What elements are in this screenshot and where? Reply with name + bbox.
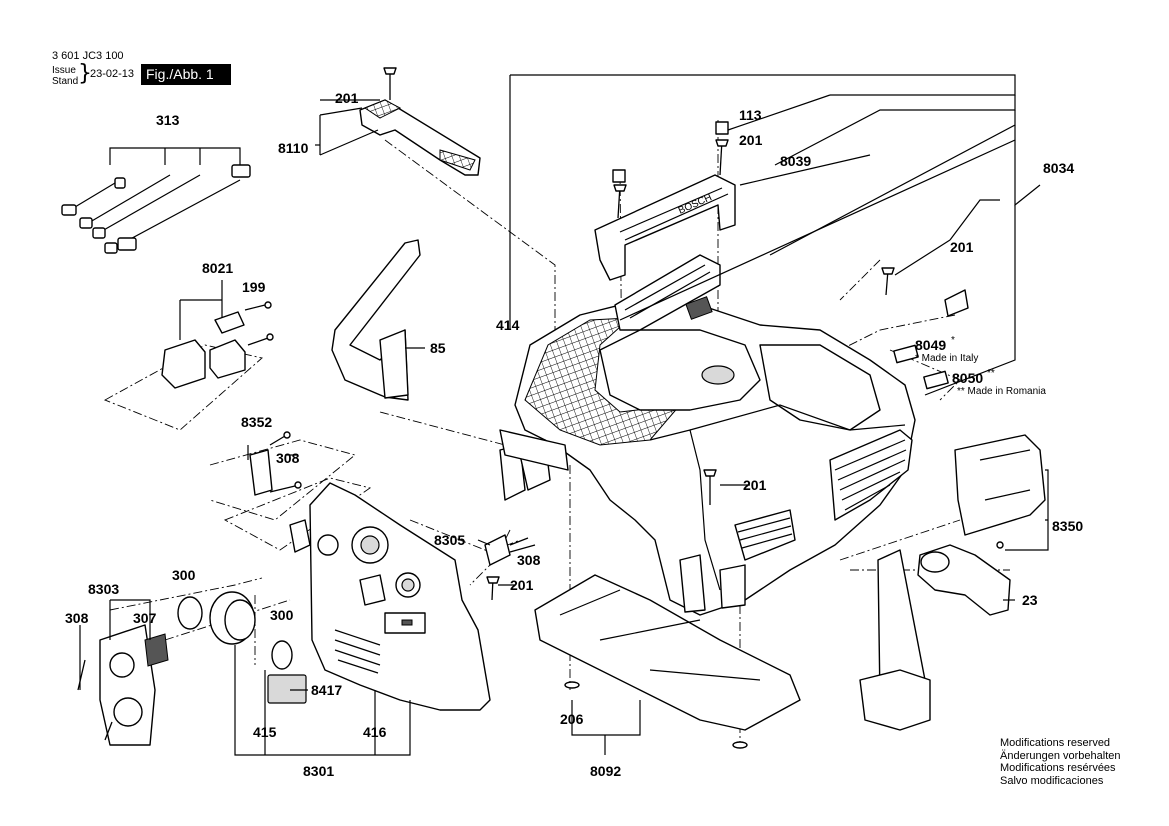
part-label-8050: 8050 [952, 370, 983, 386]
part-label-201-b: 201 [739, 132, 763, 148]
part-label-8305: 8305 [434, 532, 465, 548]
part-label-307: 307 [133, 610, 157, 626]
part-label-8110: 8110 [278, 140, 309, 156]
document-number: 3 601 JC3 100 [52, 50, 124, 62]
part-label-8034: 8034 [1043, 160, 1074, 176]
hose-bracket [859, 544, 1011, 731]
carry-handle [359, 99, 481, 176]
modifications-notice: Modifications reserved Änderungen vorbeh… [1000, 737, 1120, 787]
footer-line-1: Modifications reserved [1000, 737, 1111, 749]
issue-label: Issue [52, 65, 76, 76]
part-label-201-a: 201 [335, 90, 359, 106]
part-label-313: 313 [156, 112, 180, 128]
plate [484, 534, 536, 566]
bottom-cover [534, 574, 801, 749]
note-made-in-italy: * Made in Italy [915, 353, 978, 364]
footer-line-2: Änderungen vorbehalten [1000, 749, 1121, 762]
footer-line-3: Modifications resérvées [1000, 762, 1116, 774]
hose-adapter [954, 434, 1046, 549]
brace-glyph: } [78, 61, 92, 86]
part-label-201-c: 201 [950, 239, 974, 255]
part-label-201-d: 201 [743, 477, 767, 493]
part-label-8417: 8417 [311, 682, 342, 698]
part-label-416: 416 [363, 724, 387, 740]
part-label-8352: 8352 [241, 414, 272, 430]
part-label-308-c: 308 [65, 610, 89, 626]
stand-label: Stand [52, 76, 79, 87]
part-label-23: 23 [1022, 592, 1038, 608]
footer-line-4: Salvo modificaciones [1000, 774, 1104, 787]
part-label-415: 415 [253, 724, 277, 740]
cable-hook [331, 239, 421, 401]
part-label-206: 206 [560, 711, 584, 727]
part-label-308-a: 308 [276, 450, 300, 466]
part-label-8301: 8301 [303, 763, 334, 779]
label-plate [267, 674, 307, 704]
part-label-8303: 8303 [88, 581, 119, 597]
bracket [249, 431, 302, 496]
main-housing [499, 299, 916, 616]
part-label-8049: 8049 [915, 337, 946, 353]
star-mark: * [951, 335, 955, 346]
part-label-8092: 8092 [590, 763, 621, 779]
note-made-in-romania: ** Made in Romania [957, 386, 1046, 397]
cable-set [61, 147, 251, 254]
part-label-8039: 8039 [780, 153, 811, 169]
part-label-8021: 8021 [202, 260, 233, 276]
rating-plates [893, 289, 969, 390]
top-handle-assembly: BOSCH [594, 174, 736, 331]
part-label-308-b: 308 [517, 552, 541, 568]
figure-badge: Fig./Abb. 1 [141, 64, 231, 85]
knobs [177, 591, 293, 670]
double-star-mark: ** [987, 368, 995, 379]
part-label-85: 85 [430, 340, 446, 356]
part-label-113: 113 [739, 107, 762, 123]
part-label-300-b: 300 [270, 607, 294, 623]
switch-assembly [161, 280, 274, 389]
part-label-199: 199 [242, 279, 266, 295]
screws [383, 67, 895, 601]
part-label-300-a: 300 [172, 567, 196, 583]
issue-date: 23-02-13 [90, 68, 135, 80]
socket-assembly [77, 624, 169, 746]
part-label-8350: 8350 [1052, 518, 1083, 534]
part-label-414: 414 [496, 317, 520, 333]
part-label-201-e: 201 [510, 577, 534, 593]
leader-lines [79, 74, 1049, 756]
part-labels: 313 201 8110 8021 199 85 113 201 8039 80… [65, 90, 1083, 779]
front-panel [289, 482, 491, 711]
